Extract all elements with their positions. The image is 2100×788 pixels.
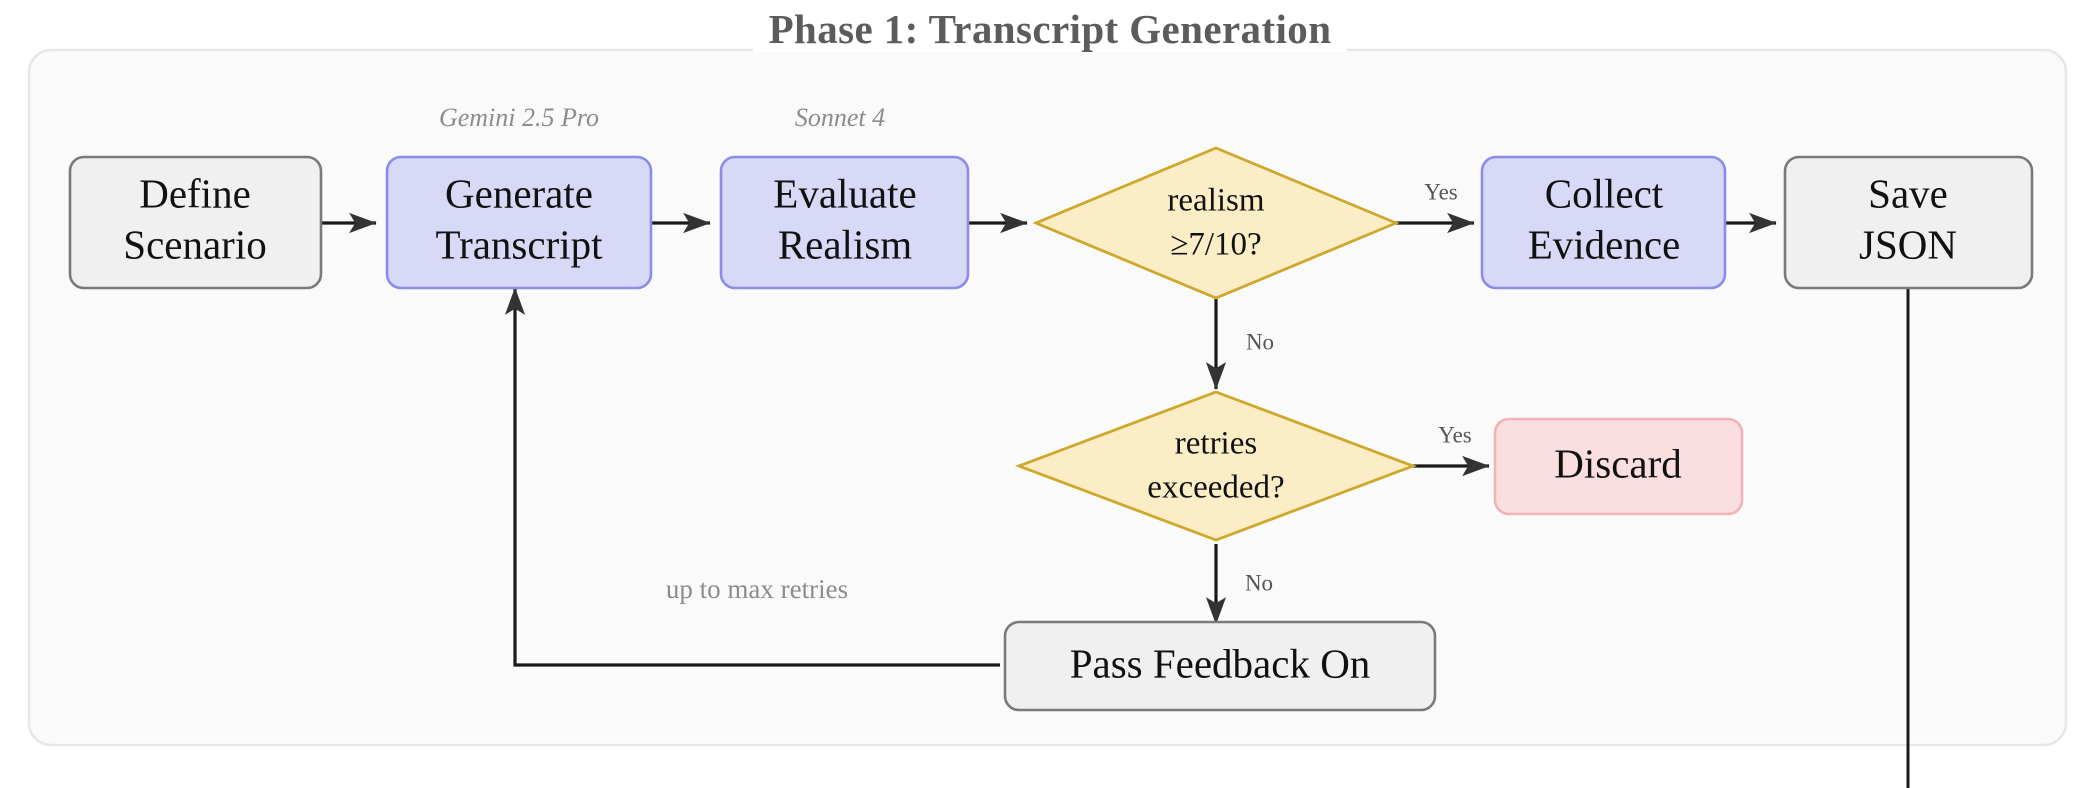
edge-label-realism-yes: Yes (1424, 179, 1458, 204)
save-json-shape (1783, 155, 2034, 290)
node-define-scenario[interactable]: Define Scenario (68, 155, 323, 290)
realism-check-label-2: ≥7/10? (1170, 227, 1261, 263)
discard-label: Discard (1554, 440, 1682, 486)
edge-label-retries-yes: Yes (1438, 422, 1472, 447)
save-json-label-1: Save (1868, 170, 1948, 216)
generate-transcript-shape (385, 155, 653, 290)
evaluate-realism-label-2: Realism (778, 221, 912, 267)
collect-evidence-label-1: Collect (1545, 170, 1664, 216)
save-json-label-2: JSON (1859, 221, 1957, 267)
pass-feedback-on-shape (1003, 620, 1437, 712)
edge-label-realism-no: No (1246, 329, 1274, 354)
retries-check-shape (1015, 390, 1417, 542)
edge-label-loop-note: up to max retries (666, 574, 848, 604)
edge-label-retries-no: No (1245, 570, 1273, 595)
evaluate-realism-label-1: Evaluate (773, 170, 916, 216)
collect-evidence-shape (1480, 155, 1727, 290)
discard-shape (1493, 417, 1744, 516)
node-realism-check[interactable]: realism ≥7/10? (1032, 146, 1400, 300)
collect-evidence-label-2: Evidence (1528, 221, 1681, 267)
edge-feedback-loop-to-generate (504, 287, 1000, 667)
define-scenario-label-1: Define (139, 170, 251, 216)
define-scenario-label-2: Scenario (123, 221, 266, 267)
realism-check-label-1: realism (1167, 183, 1264, 219)
edges (321, 212, 1910, 788)
node-retries-check[interactable]: retries exceeded? (1015, 390, 1417, 542)
node-save-json[interactable]: Save JSON (1783, 155, 2034, 290)
generate-transcript-label-1: Generate (445, 170, 593, 216)
evaluate-realism-shape (719, 155, 970, 290)
node-collect-evidence[interactable]: Collect Evidence (1480, 155, 1727, 290)
node-generate-transcript[interactable]: Generate Transcript (385, 155, 653, 290)
node-pass-feedback-on[interactable]: Pass Feedback On (1003, 620, 1437, 712)
define-scenario-shape (68, 155, 323, 290)
annotation-model-sonnet: Sonnet 4 (795, 103, 885, 132)
retries-check-label-1: retries (1175, 426, 1257, 462)
annotation-model-gemini: Gemini 2.5 Pro (439, 103, 599, 132)
realism-check-shape (1032, 146, 1400, 300)
generate-transcript-label-2: Transcript (435, 221, 603, 267)
retries-check-label-2: exceeded? (1147, 470, 1284, 506)
pass-feedback-on-label: Pass Feedback On (1070, 640, 1371, 686)
node-discard[interactable]: Discard (1493, 417, 1744, 516)
node-evaluate-realism[interactable]: Evaluate Realism (719, 155, 970, 290)
